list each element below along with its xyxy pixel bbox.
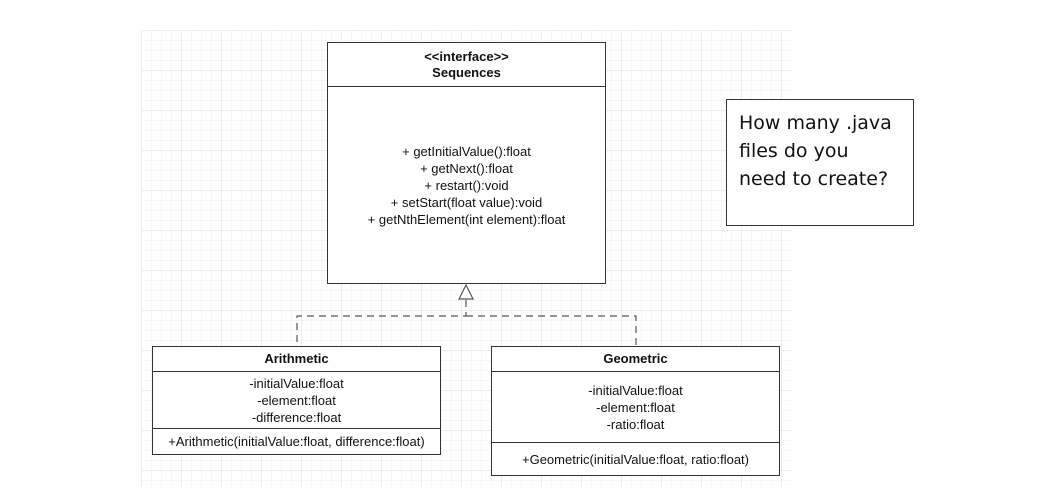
geometric-attribute: -initialValue:float <box>588 382 683 398</box>
interface-stereotype: <<interface>> <box>424 48 509 64</box>
arithmetic-attribute: -difference:float <box>251 409 342 425</box>
interface-method: + getInitialValue():float <box>402 143 531 159</box>
question-text: How many .java files do you need to crea… <box>739 112 892 190</box>
geometric-method: +Geometric(initialValue:float, ratio:flo… <box>522 451 749 467</box>
interface-method: + getNthElement(int element):float <box>367 211 566 227</box>
arithmetic-attributes: -initialValue:float -element:float -diff… <box>153 372 440 429</box>
realization-line-geometric <box>466 315 637 346</box>
geometric-name: Geometric <box>603 351 668 366</box>
realization-arrowhead <box>458 283 474 300</box>
arithmetic-methods: +Arithmetic(initialValue:float, differen… <box>153 429 440 454</box>
geometric-attribute: -ratio:float <box>606 416 665 432</box>
realization-line-arithmetic <box>296 300 467 346</box>
interface-name: Sequences <box>432 64 501 80</box>
interface-method: + setStart(float value):void <box>390 194 543 210</box>
interface-sequences-box[interactable]: <<interface>> Sequences + getInitialValu… <box>327 42 606 284</box>
class-arithmetic-box[interactable]: Arithmetic -initialValue:float -element:… <box>152 346 441 455</box>
geometric-attribute: -element:float <box>596 399 675 415</box>
interface-header: <<interface>> Sequences <box>328 43 605 87</box>
class-geometric-box[interactable]: Geometric -initialValue:float -element:f… <box>491 346 780 476</box>
arithmetic-attribute: -initialValue:float <box>249 375 344 391</box>
arithmetic-header: Arithmetic <box>153 347 440 372</box>
arithmetic-method: +Arithmetic(initialValue:float, differen… <box>168 434 425 449</box>
question-textbox: How many .java files do you need to crea… <box>726 99 914 226</box>
interface-method: + restart():void <box>424 177 509 193</box>
arithmetic-name: Arithmetic <box>264 351 329 366</box>
interface-methods: + getInitialValue():float + getNext():fl… <box>328 87 605 283</box>
geometric-header: Geometric <box>492 347 779 372</box>
geometric-methods: +Geometric(initialValue:float, ratio:flo… <box>492 443 779 475</box>
interface-method: + getNext():float <box>420 160 513 176</box>
geometric-attributes: -initialValue:float -element:float -rati… <box>492 372 779 443</box>
arithmetic-attribute: -element:float <box>257 392 336 408</box>
